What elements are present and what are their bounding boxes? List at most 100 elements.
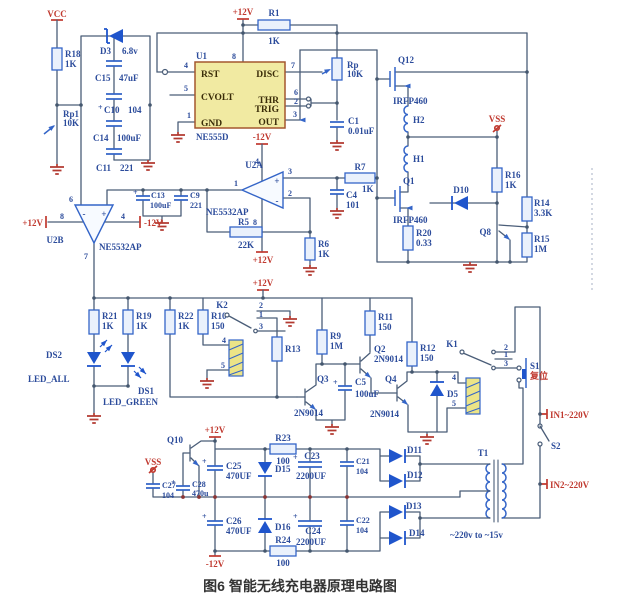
c22-ref: C22 (356, 516, 370, 525)
r5-value: 22K (238, 240, 254, 250)
q8-ref: Q8 (479, 227, 491, 237)
ds2-name: LED_ALL (28, 374, 70, 384)
c13-value: 100uF (150, 201, 171, 210)
c5-ref: C5 (355, 377, 366, 387)
diode-d16-icon (258, 521, 272, 533)
cap-c23 (298, 461, 322, 468)
s2-ref: S2 (551, 441, 561, 451)
r7-value: 1K (362, 184, 374, 194)
c23-ref: C23 (304, 451, 320, 461)
u2a-pin1: 1 (234, 179, 238, 188)
c27-ref: C27 (162, 481, 176, 490)
d3-value: 6.8v (122, 46, 138, 56)
k1-pin1: 1 (504, 350, 508, 359)
ne555-body (194, 61, 286, 129)
r1-ref: R1 (269, 8, 280, 18)
resistor-r12 (406, 341, 418, 367)
d16-ref: D16 (275, 522, 291, 532)
u1-rst: RST (201, 70, 220, 80)
t1-primary-icon (501, 463, 507, 519)
k2-pin5: 5 (221, 361, 225, 370)
opamp-u2b: - + 6 8 4 7 +12V -12V U2B NE5532AP (22, 195, 163, 299)
u1-cvolt: CVOLT (201, 93, 234, 103)
u2b-pin4: 4 (121, 212, 125, 221)
c15-value: 47uF (119, 73, 139, 83)
h1-ref: H1 (413, 154, 425, 164)
r12-value: 150 (420, 353, 434, 363)
c28-ref: C28 (192, 480, 206, 489)
d5-ref: D5 (447, 389, 458, 399)
pin5: 5 (184, 84, 188, 93)
r21-ref: R21 (102, 311, 118, 321)
s1-ref: S1 (530, 361, 540, 371)
pin3: 3 (293, 110, 297, 119)
r9-ref: R9 (330, 331, 341, 341)
n12-label: -12V (144, 218, 163, 228)
cap-c1 (330, 121, 344, 128)
u2a-pin3: 3 (288, 167, 292, 176)
r11-ref: R11 (378, 312, 394, 322)
q3-ref: Q3 (317, 374, 329, 384)
cap-bank: D3 6.8v C15 47uF + C10 104 C14 100uF C11… (79, 28, 156, 206)
ground-icon (140, 159, 156, 171)
rp1-ref: Rp1 (63, 109, 80, 119)
t1-ref: T1 (478, 448, 489, 458)
u2b-pin8: 8 (60, 212, 64, 221)
ds2-ref: DS2 (46, 350, 63, 360)
cap-c22 (340, 520, 354, 526)
r24-value: 100 (276, 558, 290, 568)
pin2: 2 (294, 97, 298, 106)
c24-ref: C24 (305, 526, 321, 536)
cap-c5 (338, 385, 352, 391)
c26-ref: C26 (226, 516, 242, 526)
resistor-r21 (88, 309, 100, 335)
resistor-r24 (269, 545, 297, 557)
cap-c24 (298, 520, 322, 527)
q4-part: 2N9014 (370, 409, 399, 419)
r5-ref: R5 (238, 217, 249, 227)
q12-part: IRFP460 (393, 96, 428, 106)
k1-pin5: 5 (452, 399, 456, 408)
ground-icon (199, 377, 215, 389)
u1-pin8: 8 (232, 52, 236, 61)
c13-plus: + (133, 188, 138, 197)
cap-c25 (207, 465, 223, 471)
s1-terminal-icon (516, 365, 522, 371)
driver-stage: R9 1M R11 150 R12 150 Q3 2N9014 + C5 100… (294, 297, 481, 445)
r15-ref: R15 (534, 234, 550, 244)
rp-ref: Rp (347, 60, 359, 70)
u1-trig: TRIG (255, 105, 280, 115)
c1-ref: C1 (348, 116, 359, 126)
ground-icon (329, 207, 345, 219)
u2a-pin8: 8 (253, 218, 257, 227)
s2-terminal-icon (537, 441, 543, 447)
cap-c21 (340, 461, 354, 467)
diode-d14-icon (389, 531, 403, 545)
r9-value: 1M (330, 341, 344, 351)
trig-bubble-icon (305, 103, 312, 109)
r7-ref: R7 (355, 162, 366, 172)
pot-rp (331, 57, 343, 81)
resistor-r13 (271, 336, 283, 362)
inductor-h2-icon (403, 105, 409, 133)
c11-value: 221 (120, 163, 134, 173)
n12-label: -12V (253, 132, 272, 142)
r6-ref: R6 (318, 239, 329, 249)
u2b-ref: U2B (46, 235, 63, 245)
ground-icon (49, 163, 65, 175)
c10-ref: C10 (104, 105, 120, 115)
c15-ref: C15 (95, 73, 111, 83)
r15-value: 1M (534, 244, 548, 254)
q1-part: IRFP460 (393, 215, 428, 225)
k2-pin2: 2 (259, 301, 263, 310)
in2-label: IN2~220V (550, 480, 590, 490)
resistor-r7 (344, 172, 376, 184)
r22-value: 1K (178, 321, 190, 331)
k2-pin1: 1 (259, 310, 263, 319)
ground-icon (419, 433, 435, 445)
p12-label: +12V (253, 255, 274, 265)
diode-d13-icon (389, 505, 403, 519)
c14-ref: C14 (93, 133, 109, 143)
c21-ref: C21 (356, 457, 370, 466)
p12-label: +12V (205, 425, 226, 435)
